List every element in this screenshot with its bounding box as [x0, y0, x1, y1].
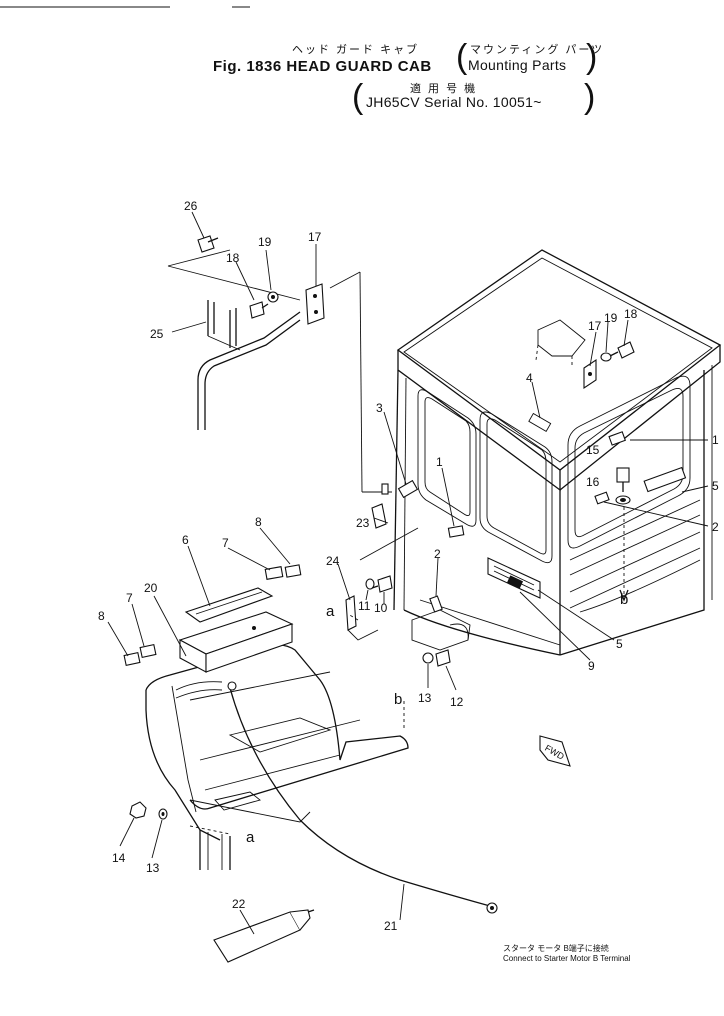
subtitle: Mounting Parts — [468, 57, 567, 73]
paren-right-2: ) — [584, 78, 596, 116]
bracket-24 — [345, 595, 379, 641]
callout-7-left: 7 — [126, 591, 133, 605]
connection-note-japanese: スタータ モータ B端子に接続 — [503, 944, 609, 953]
serial-label-japanese: 適 用 号 機 — [410, 83, 478, 95]
callout-17-left: 17 — [308, 230, 322, 244]
callout-2-left: 2 — [434, 547, 441, 561]
bolt-26 — [197, 235, 219, 253]
bolt-18-left — [249, 301, 269, 319]
base-frame — [145, 644, 409, 870]
label-5-right — [643, 466, 687, 493]
callout-24: 24 — [326, 554, 340, 568]
bolt-15 — [616, 467, 630, 492]
callout-a-lower: a — [246, 829, 255, 846]
bracket-17-right — [583, 358, 597, 390]
callout-a-upper: a — [326, 603, 335, 620]
callout-b-right: b — [620, 591, 628, 608]
callout-3: 3 — [376, 401, 383, 415]
callout-8-left: 8 — [98, 609, 105, 623]
nut-14 — [129, 801, 147, 819]
label-decal-9 — [487, 557, 541, 599]
title-japanese: ヘッド ガード キャブ — [292, 44, 420, 56]
cover-6 — [184, 587, 274, 623]
leader-lines — [107, 211, 709, 935]
bolt-12 — [435, 649, 451, 667]
plate-3 — [397, 479, 419, 499]
serial-number: JH65CV Serial No. 10051~ — [366, 94, 542, 110]
callout-4: 4 — [526, 371, 533, 385]
callout-21: 21 — [384, 919, 398, 933]
callout-5-right: 5 — [712, 479, 719, 493]
paren-left-1: ( — [456, 38, 468, 76]
bolt-18-right — [609, 341, 635, 359]
callout-14: 14 — [112, 851, 126, 865]
subtitle-japanese: マウンティング パーツ — [470, 44, 605, 56]
callout-10: 10 — [374, 601, 388, 615]
callout-16: 16 — [586, 475, 600, 489]
callout-19-left: 19 — [258, 235, 272, 249]
leader-outline — [167, 265, 301, 301]
label-2-right — [594, 491, 610, 505]
callout-9: 9 — [588, 659, 595, 673]
washer-19-left — [267, 291, 279, 303]
bracket-17-left — [305, 283, 325, 325]
callout-19-right: 19 — [604, 311, 618, 325]
callout-2-right: 2 — [712, 520, 719, 534]
label-1-right — [608, 431, 626, 446]
callout-18-left: 18 — [226, 251, 240, 265]
callout-22: 22 — [232, 897, 246, 911]
bracket-23 — [371, 483, 389, 529]
pad-7-left — [139, 644, 157, 658]
pad-8-left — [123, 652, 141, 666]
callout-12: 12 — [450, 695, 464, 709]
connection-note: Connect to Starter Motor B Terminal — [503, 954, 631, 963]
callout-17-right: 17 — [588, 319, 602, 333]
paren-left-2: ( — [352, 78, 364, 116]
paren-right-1: ) — [586, 38, 598, 76]
fwd-indicator: FWD — [539, 735, 571, 767]
callout-6: 6 — [182, 533, 189, 547]
callout-1-right: 1 — [712, 433, 719, 447]
label-1-left — [447, 525, 465, 538]
callout-b-lower: b — [394, 691, 402, 708]
washer-19-right — [600, 352, 612, 362]
washer-11 — [365, 578, 375, 590]
bolt-10 — [371, 575, 393, 593]
sealant-tube-22 — [213, 909, 315, 963]
callout-18-right: 18 — [624, 307, 638, 321]
cable-21 — [227, 681, 498, 914]
callout-23: 23 — [356, 516, 370, 530]
callout-15: 15 — [586, 443, 600, 457]
callout-13-right: 13 — [418, 691, 432, 705]
battery-box-20 — [178, 611, 294, 673]
callout-26: 26 — [184, 199, 198, 213]
cab-body — [393, 249, 722, 656]
plate-2-left — [429, 595, 443, 613]
callout-7-right: 7 — [222, 536, 229, 550]
washer-13-right — [422, 652, 434, 664]
callout-25: 25 — [150, 327, 164, 341]
callout-5-front: 5 — [616, 637, 623, 651]
callout-8-right: 8 — [255, 515, 262, 529]
callout-1-left: 1 — [436, 455, 443, 469]
pad-8-right — [284, 564, 302, 578]
figure-title: Fig. 1836 HEAD GUARD CAB — [213, 58, 432, 75]
callout-11: 11 — [358, 599, 371, 613]
callout-13-left: 13 — [146, 861, 160, 875]
rod-25 — [197, 300, 301, 430]
callout-20: 20 — [144, 581, 158, 595]
